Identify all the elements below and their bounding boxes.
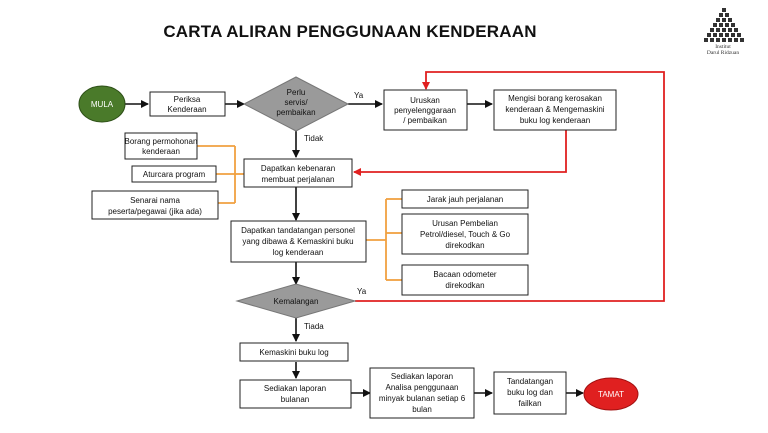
box-jarak: Jarak jauh perjalanan — [401, 189, 529, 209]
box-mengisi-line-1: Mengisi borang kerosakan — [508, 94, 602, 103]
box-senarai-line-2: peserta/pegawai (jika ada) — [108, 207, 202, 216]
box-analisa-line-1: Sediakan laporan — [391, 372, 453, 381]
edge-kemalangan-uruskan — [355, 71, 665, 302]
decision-perlu-line-1: Perlu — [287, 88, 306, 97]
box-borang-line-2: kenderaan — [142, 147, 180, 156]
box-personel-line-3: log kenderaan — [273, 248, 324, 257]
box-sediakan-line-2: bulanan — [281, 395, 309, 404]
box-aturcara-label: Aturcara program — [143, 170, 206, 179]
box-borang-line-1: Borang permohonan — [125, 137, 198, 146]
institute-logo-icon — [704, 8, 744, 42]
box-kemaskini-buku-log: Kemaskini buku log — [239, 342, 349, 362]
logo-caption: Institut Darul Ridzuan — [680, 44, 766, 56]
box-mengisi-line-3: buku log kenderaan — [520, 116, 590, 125]
page-title: CARTA ALIRAN PENGGUNAAN KENDERAAN — [163, 22, 537, 41]
edge-label-tiada: Tiada — [304, 322, 324, 331]
edge-label-ya-2: Ya — [357, 287, 367, 296]
box-uruskan-line-3: / pembaikan — [403, 116, 447, 125]
box-buku-line-3: failkan — [518, 399, 541, 408]
box-analisa: Sediakan laporan Analisa penggunaan miny… — [369, 367, 475, 419]
box-personel-line-2: yang dibawa & Kemaskini buku — [242, 237, 353, 246]
box-bacaan-line-1: Bacaan odometer — [433, 270, 496, 279]
box-uruskan: Uruskan penyelenggaraan / pembaikan — [383, 89, 468, 131]
box-uruskan-line-2: penyelenggaraan — [394, 106, 456, 115]
box-aturcara: Aturcara program — [131, 165, 217, 183]
box-jarak-label: Jarak jauh perjalanan — [427, 195, 504, 204]
box-personel-line-1: Dapatkan tandatangan personel — [241, 226, 355, 235]
box-bacaan-odometer: Bacaan odometer direkodkan — [401, 264, 529, 296]
box-tandatangan-buku-log: Tandatangan buku log dan failkan — [493, 371, 567, 415]
box-bacaan-line-2: direkodkan — [445, 281, 484, 290]
output-bracket-right — [366, 198, 402, 281]
box-periksa-line-2: Kenderaan — [167, 105, 206, 114]
box-periksa-line-1: Periksa — [174, 95, 201, 104]
box-urusan-pembelian: Urusan Pembelian Petrol/diesel, Touch & … — [401, 213, 529, 255]
start-label: MULA — [91, 100, 114, 109]
box-urusan-line-2: Petrol/diesel, Touch & Go — [420, 230, 511, 239]
logo-line-2: Darul Ridzuan — [706, 50, 740, 56]
box-buku-line-1: Tandatangan — [507, 377, 553, 386]
decision-perlu-line-3: pembaikan — [276, 108, 315, 117]
box-sediakan-line-1: Sediakan laporan — [264, 384, 326, 393]
box-analisa-line-4: bulan — [412, 405, 432, 414]
box-urusan-line-1: Urusan Pembelian — [432, 219, 498, 228]
box-borang: Borang permohonan kenderaan — [124, 132, 198, 160]
box-tandatangan-personel: Dapatkan tandatangan personel yang dibaw… — [230, 220, 367, 263]
input-bracket-left — [197, 145, 244, 204]
box-uruskan-line-1: Uruskan — [410, 96, 440, 105]
box-sediakan-laporan: Sediakan laporan bulanan — [239, 379, 352, 409]
start-node: MULA — [78, 85, 126, 123]
box-urusan-line-3: direkodkan — [445, 241, 484, 250]
box-mengisi: Mengisi borang kerosakan kenderaan & Men… — [493, 89, 617, 131]
edge-label-ya-1: Ya — [354, 91, 364, 100]
logo-line-1: Institut — [715, 44, 731, 50]
end-node: TAMAT — [583, 377, 639, 411]
box-analisa-line-3: minyak bulanan setiap 6 — [379, 394, 466, 403]
box-mengisi-line-2: kenderaan & Mengemaskini — [505, 105, 604, 114]
box-dapatkan-line-1: Dapatkan kebenaran — [261, 164, 335, 173]
edge-mengisi-dapatkan — [353, 130, 567, 176]
box-periksa: Periksa Kenderaan — [149, 91, 226, 117]
decision-perlu-line-2: servis/ — [284, 98, 308, 107]
box-dapatkan-kebenaran: Dapatkan kebenaran membuat perjalanan — [243, 158, 353, 188]
box-analisa-line-2: Analisa penggunaan — [386, 383, 459, 392]
decision-kemalangan: Kemalangan — [235, 283, 357, 319]
box-dapatkan-line-2: membuat perjalanan — [262, 175, 335, 184]
edge-label-tidak: Tidak — [304, 134, 324, 143]
end-label: TAMAT — [598, 390, 624, 399]
box-senarai: Senarai nama peserta/pegawai (jika ada) — [91, 190, 219, 220]
decision-kemalangan-label: Kemalangan — [274, 297, 319, 306]
box-buku-line-2: buku log dan — [507, 388, 553, 397]
box-senarai-line-1: Senarai nama — [130, 196, 180, 205]
decision-perlu-servis: Perlu servis/ pembaikan — [242, 76, 350, 132]
box-kemaskini-label: Kemaskini buku log — [259, 348, 328, 357]
